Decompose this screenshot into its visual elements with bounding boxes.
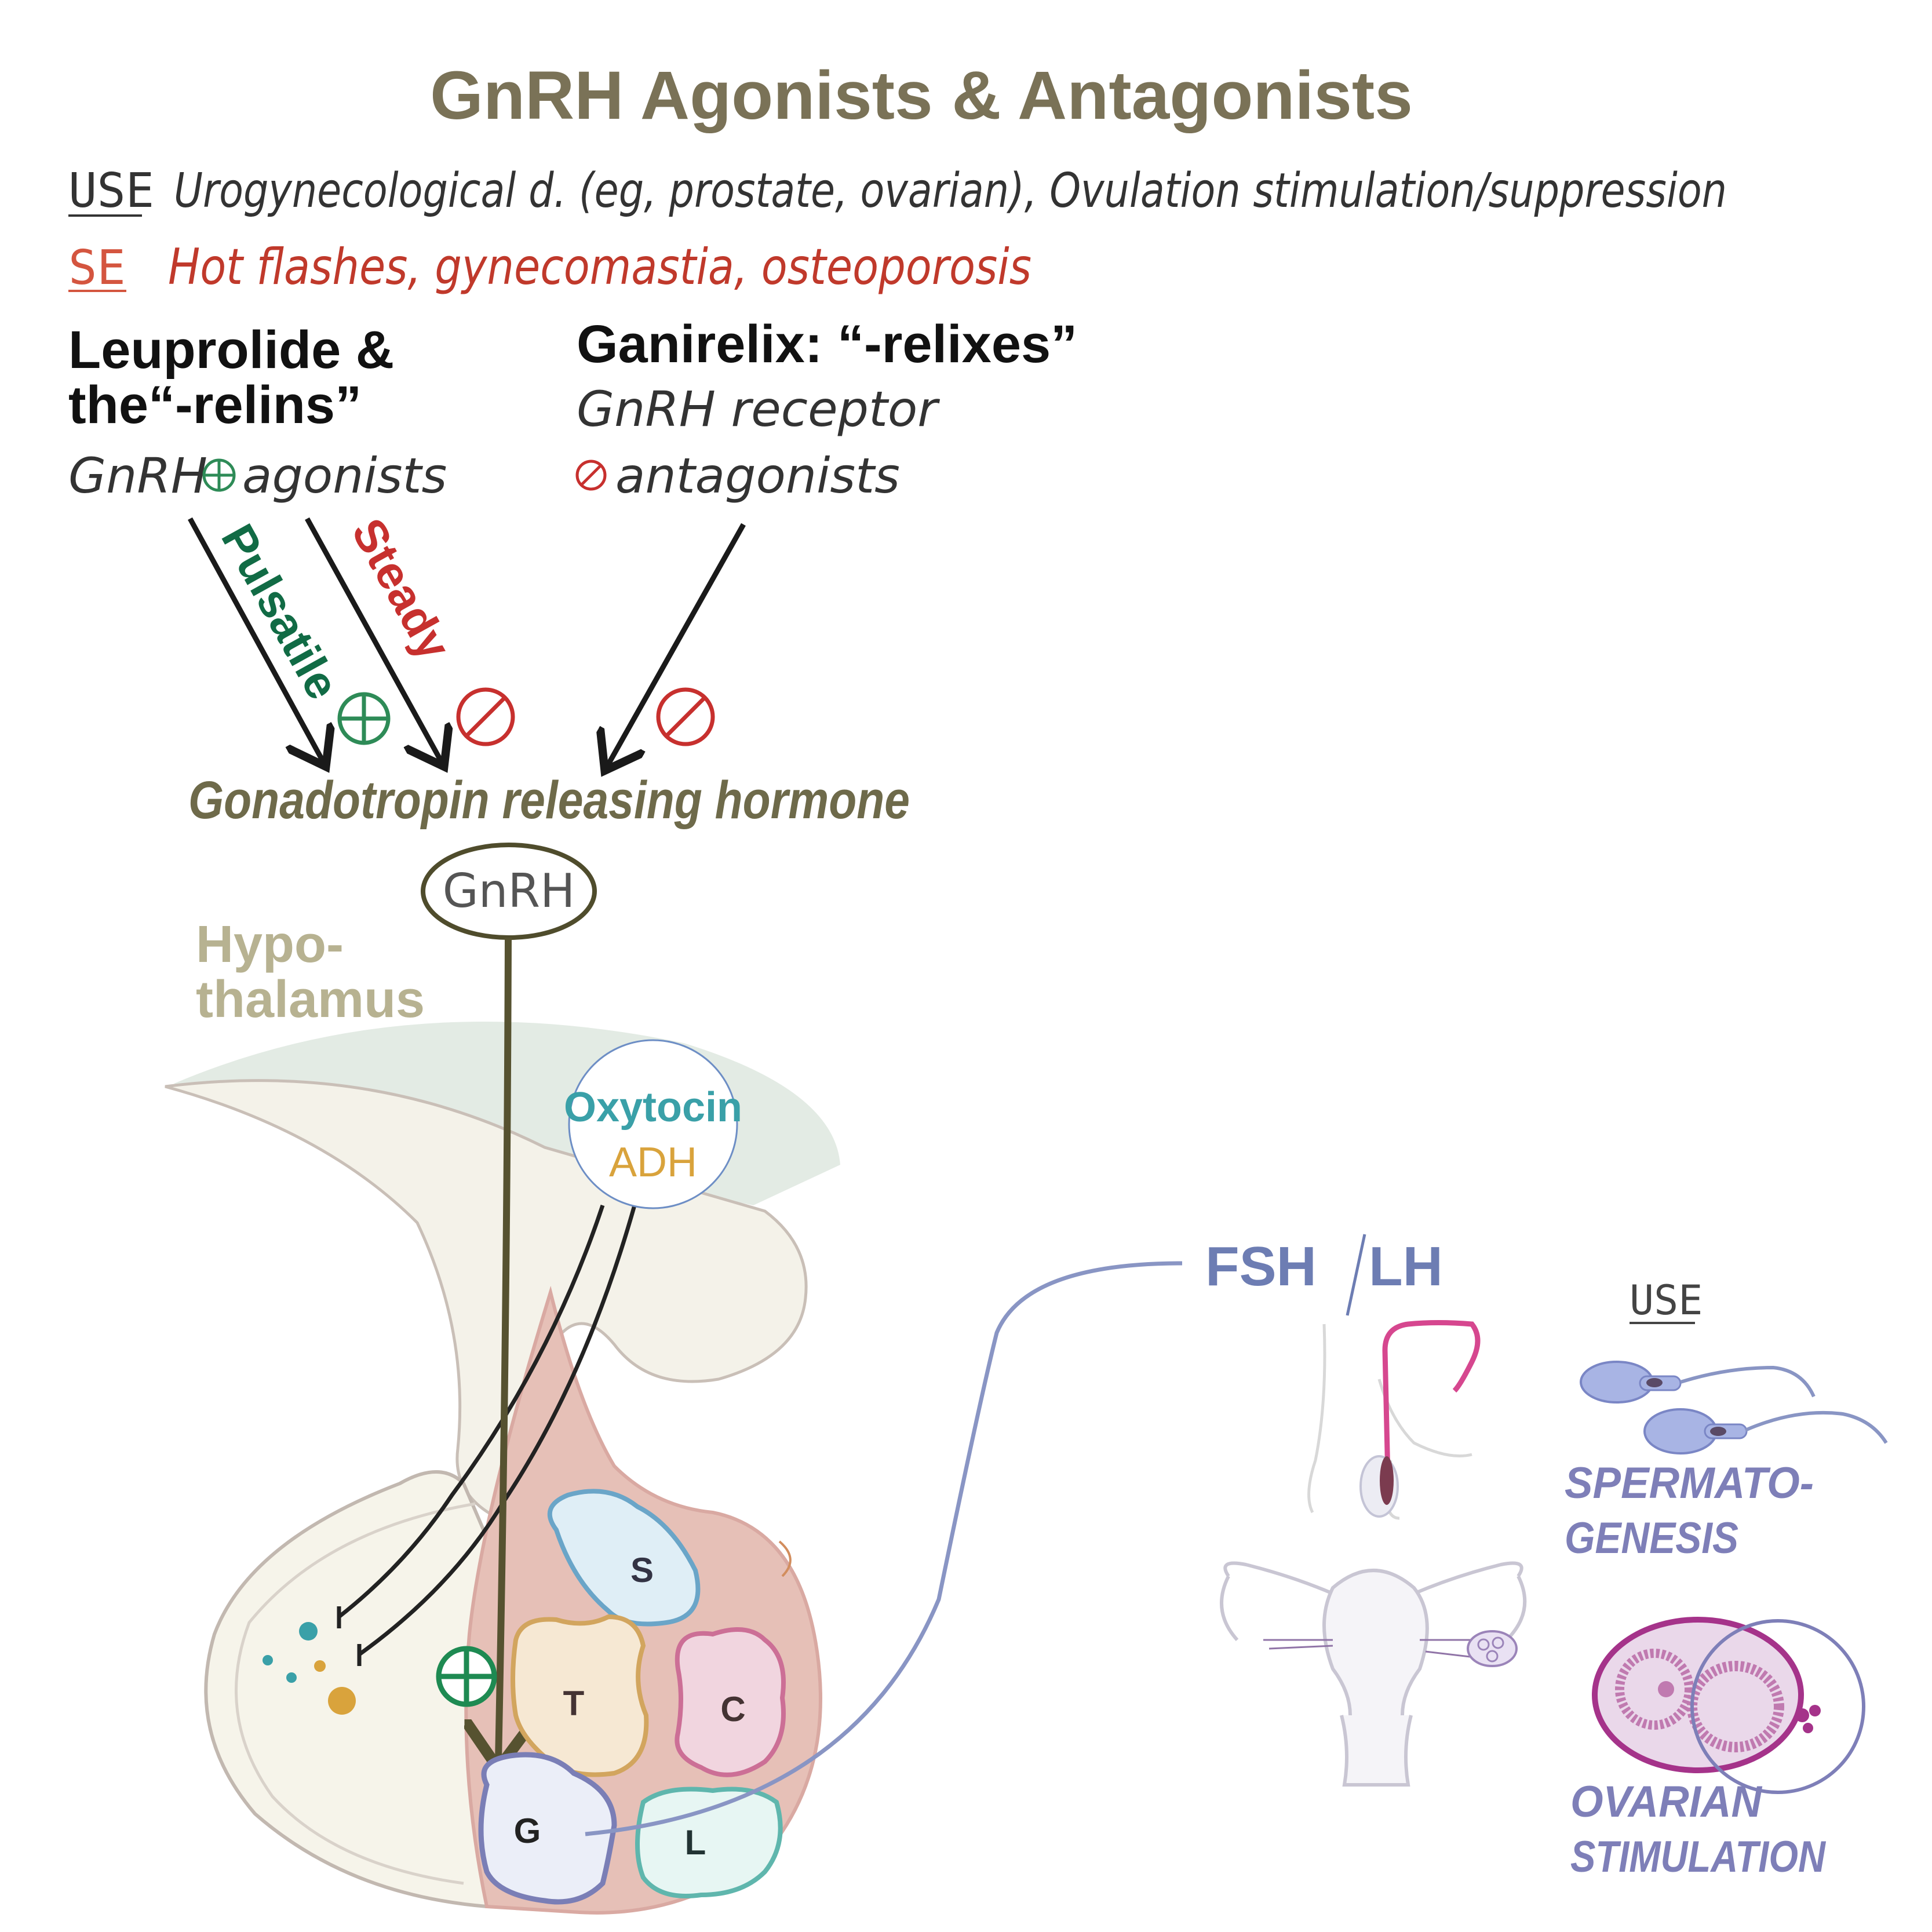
female-anatomy-sketch — [1220, 1561, 1527, 1787]
hormone-full-name: Gonadotropin releasing hormone — [188, 771, 910, 830]
lh-label: LH — [1369, 1235, 1443, 1297]
se-line: SE Hot flashes, gynecomastia, osteoporos… — [68, 238, 1031, 296]
agonist-block: Leuprolide & the“-relins” GnRH agonists — [68, 320, 447, 504]
fsh-lh-divider — [1346, 1234, 1366, 1316]
oxytocin-adh-neurons — [337, 1204, 637, 1666]
no-symbol-icon — [575, 460, 607, 491]
gnrh-abbrev: GnRH — [443, 864, 575, 918]
cell-thyrotroph — [511, 1614, 649, 1777]
cell-label-c: C — [720, 1690, 745, 1729]
antagonist-name: Ganirelix: “-relixes” — [577, 315, 1077, 374]
granules — [263, 1622, 356, 1715]
posterior-hormone-bubble — [568, 1039, 738, 1209]
se-text: Hot flashes, gynecomastia, osteoporosis — [168, 238, 1031, 296]
spermatogenesis-line2: GENESIS — [1565, 1514, 1738, 1563]
antagonist-desc-line1: GnRH receptor — [577, 381, 940, 438]
cell-corticotroph — [675, 1627, 786, 1777]
antagonist-inhibit-icon — [656, 687, 715, 746]
fsh-lh-connector — [585, 1261, 1183, 1836]
spermatogenesis-line1: SPERMATO- — [1565, 1459, 1814, 1508]
stimulate-plus-icon — [337, 692, 391, 745]
agonist-name-line2: the“-relins” — [68, 376, 362, 435]
ovarian-stimulation-line1: OVARIAN — [1570, 1777, 1763, 1827]
cell-lactotroph — [635, 1787, 783, 1898]
antagonist-arrow — [607, 523, 746, 766]
gonadotroph-stimulate-icon — [436, 1646, 497, 1707]
hypothalamus-line2: thalamus — [196, 971, 425, 1029]
ovarian-stimulation-line2: STIMULATION — [1570, 1832, 1827, 1882]
steady-arrow — [305, 517, 442, 762]
fsh-label: FSH — [1205, 1235, 1317, 1297]
adh-label: ADH — [609, 1139, 697, 1186]
agonist-desc-suffix: agonists — [242, 447, 447, 504]
cell-somatotroph — [547, 1489, 701, 1627]
ovary-illustration — [1592, 1617, 1865, 1794]
cell-label-t: T — [563, 1684, 585, 1723]
antagonist-block: Ganirelix: “-relixes” GnRH receptor anta… — [575, 315, 1077, 504]
use-text: Urogynecological d. (eg, prostate, ovari… — [174, 163, 1727, 218]
cell-label-s: S — [630, 1551, 654, 1590]
gnrh-oval — [421, 843, 597, 940]
use-label: USE — [68, 163, 154, 218]
agonist-desc-prefix: GnRH — [68, 447, 207, 504]
oxytocin-label: Oxytocin — [564, 1084, 742, 1131]
antagonist-desc-line2: antagonists — [615, 447, 900, 504]
hypothalamus-line1: Hypo- — [196, 916, 344, 974]
page-title: GnRH Agonists & Antagonists — [430, 57, 1413, 134]
gnrh-descending-arrow — [498, 937, 508, 1762]
use-right-label: USE — [1630, 1277, 1703, 1324]
cell-label-l: L — [685, 1823, 706, 1862]
male-anatomy-sketch — [1307, 1320, 1481, 1520]
agonist-name-line1: Leuprolide & — [68, 320, 394, 380]
use-line: USE Urogynecological d. (eg, prostate, o… — [68, 163, 1727, 218]
cell-gonadotroph — [478, 1752, 617, 1905]
steady-inhibit-icon — [456, 687, 515, 746]
plus-circle-icon — [202, 458, 236, 492]
pulsatile-arrow — [188, 517, 323, 762]
steady-label: Steady — [342, 510, 461, 668]
cell-label-g: G — [514, 1811, 541, 1850]
se-label: SE — [68, 240, 126, 296]
sperm-illustration — [1580, 1361, 1888, 1455]
